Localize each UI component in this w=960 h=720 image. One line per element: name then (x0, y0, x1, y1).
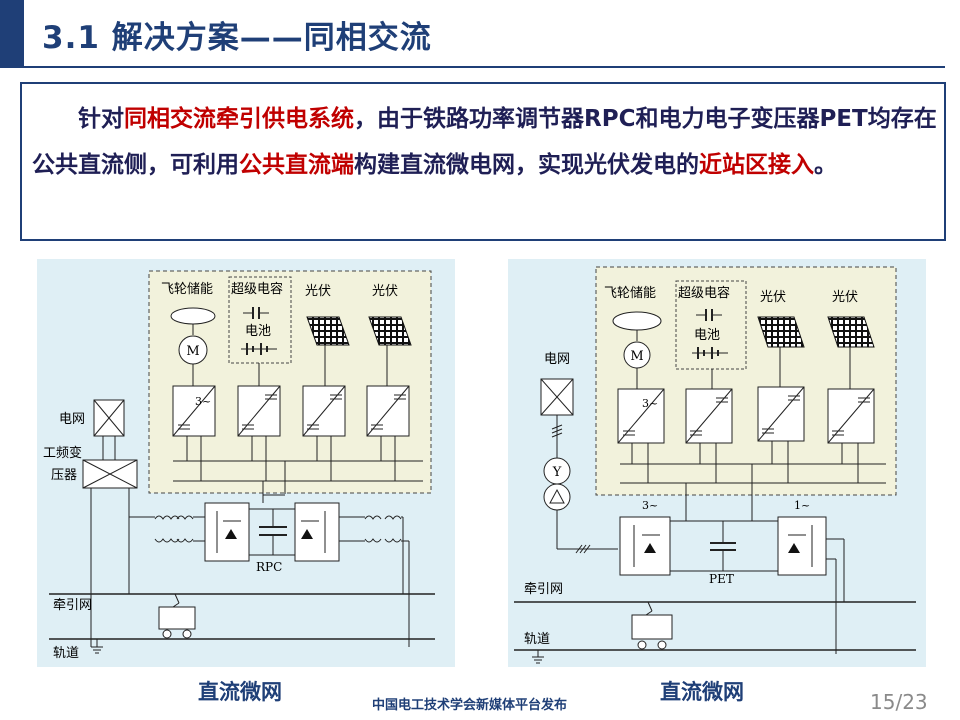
ground-icon (532, 650, 544, 664)
label-transformer-1: 工频变 (43, 445, 82, 461)
title-accent-bar (0, 0, 24, 66)
train-icon (158, 593, 196, 639)
converter-box (827, 388, 875, 444)
label-pv-2: 光伏 (372, 284, 398, 299)
label-flywheel: 飞轮储能 (161, 282, 213, 297)
transformer-symbol (82, 459, 138, 489)
summary-paragraph: 针对同相交流牵引供电系统，由于铁路功率调节器RPC和电力电子变压器PET均存在公… (32, 96, 937, 188)
rpc-diagram: 飞轮储能 超级电容 光伏 光伏 M 电池 3~ (37, 259, 455, 667)
motor-label: M (630, 349, 643, 364)
solar-panel-icon (827, 316, 875, 348)
label-catenary: 牵引网 (53, 598, 92, 613)
label-flywheel: 飞轮储能 (604, 286, 656, 301)
ground-icon (91, 639, 103, 654)
converter-box (302, 385, 346, 437)
igbt-converter (619, 516, 671, 576)
caption-right: 直流微网 (660, 680, 744, 704)
label-pv-2: 光伏 (832, 290, 858, 305)
motor-label: M (186, 344, 199, 359)
coupling-transformer-left (129, 515, 205, 543)
label-catenary: 牵引网 (524, 582, 563, 597)
converter-box (366, 385, 410, 437)
converter-box (757, 386, 805, 442)
label-supercap: 超级电容 (678, 285, 730, 301)
grid-symbol (540, 378, 574, 416)
label-supercap: 超级电容 (231, 281, 283, 297)
capacitor-icon (243, 307, 269, 319)
title-divider (0, 66, 945, 68)
y-label: Y (552, 465, 562, 480)
page-number: 15/23 (870, 690, 928, 714)
para-seg-7: 。 (814, 152, 837, 178)
igbt-converter (204, 502, 250, 562)
igbt-converter (294, 502, 340, 562)
flywheel-icon (170, 307, 216, 365)
capacitor-icon (696, 309, 722, 321)
igbt-converter (777, 516, 827, 576)
train-icon (631, 601, 673, 650)
converter-box (617, 388, 665, 444)
microgrid-dashed-box (148, 270, 432, 494)
page-title: 3.1 解决方案——同相交流 (42, 20, 432, 56)
solar-panel-icon (306, 316, 350, 346)
converter-box (685, 388, 733, 444)
para-seg-1: 针对 (78, 106, 124, 132)
phase3-label: 3~ (642, 499, 658, 512)
converter-box (237, 385, 281, 437)
battery-icon (692, 347, 728, 359)
solar-panel-icon (757, 316, 805, 348)
solar-panel-icon (368, 316, 412, 346)
grid-symbol (93, 399, 125, 437)
microgrid-dashed-box (595, 266, 897, 496)
supercap-dashed-box (675, 280, 747, 370)
caption-left: 直流微网 (198, 680, 282, 704)
phase-label: 3~ (195, 395, 211, 408)
para-seg-3: ，由于铁路功率调节器RPC和电力电子变压器PET均存在公共直流侧，可利用 (32, 106, 937, 178)
label-battery: 电池 (694, 328, 720, 343)
summary-box: 针对同相交流牵引供电系统，由于铁路功率调节器RPC和电力电子变压器PET均存在公… (20, 82, 946, 241)
label-grid: 电网 (59, 412, 85, 427)
footer-publisher: 中国电工技术学会新媒体平台发布 (372, 698, 568, 713)
battery-icon (241, 343, 277, 355)
para-highlight-dc-end: 公共直流端 (239, 152, 354, 178)
label-pv-1: 光伏 (305, 284, 331, 299)
label-rail: 轨道 (524, 632, 550, 647)
pet-diagram: 飞轮储能 超级电容 光伏 光伏 M 电池 3~ (508, 259, 926, 667)
supercap-dashed-box (228, 276, 292, 364)
converter-box (172, 385, 216, 437)
phase-label: 3~ (642, 397, 658, 410)
dc-bus (173, 436, 423, 503)
label-grid: 电网 (544, 352, 570, 367)
rpc-label: RPC (256, 560, 282, 574)
pet-label: PET (709, 572, 734, 586)
dc-bus (620, 441, 886, 521)
label-pv-1: 光伏 (760, 290, 786, 305)
flywheel-icon (612, 311, 662, 369)
label-transformer-2: 压器 (51, 468, 77, 483)
para-highlight-system: 同相交流牵引供电系统 (124, 106, 354, 132)
para-seg-5: 构建直流微电网，实现光伏发电的 (354, 152, 699, 178)
label-battery: 电池 (245, 324, 271, 339)
delta-winding-icon (543, 483, 571, 511)
label-rail: 轨道 (53, 646, 79, 661)
phase1-label: 1~ (794, 499, 810, 512)
para-highlight-access: 近站区接入 (699, 152, 814, 178)
